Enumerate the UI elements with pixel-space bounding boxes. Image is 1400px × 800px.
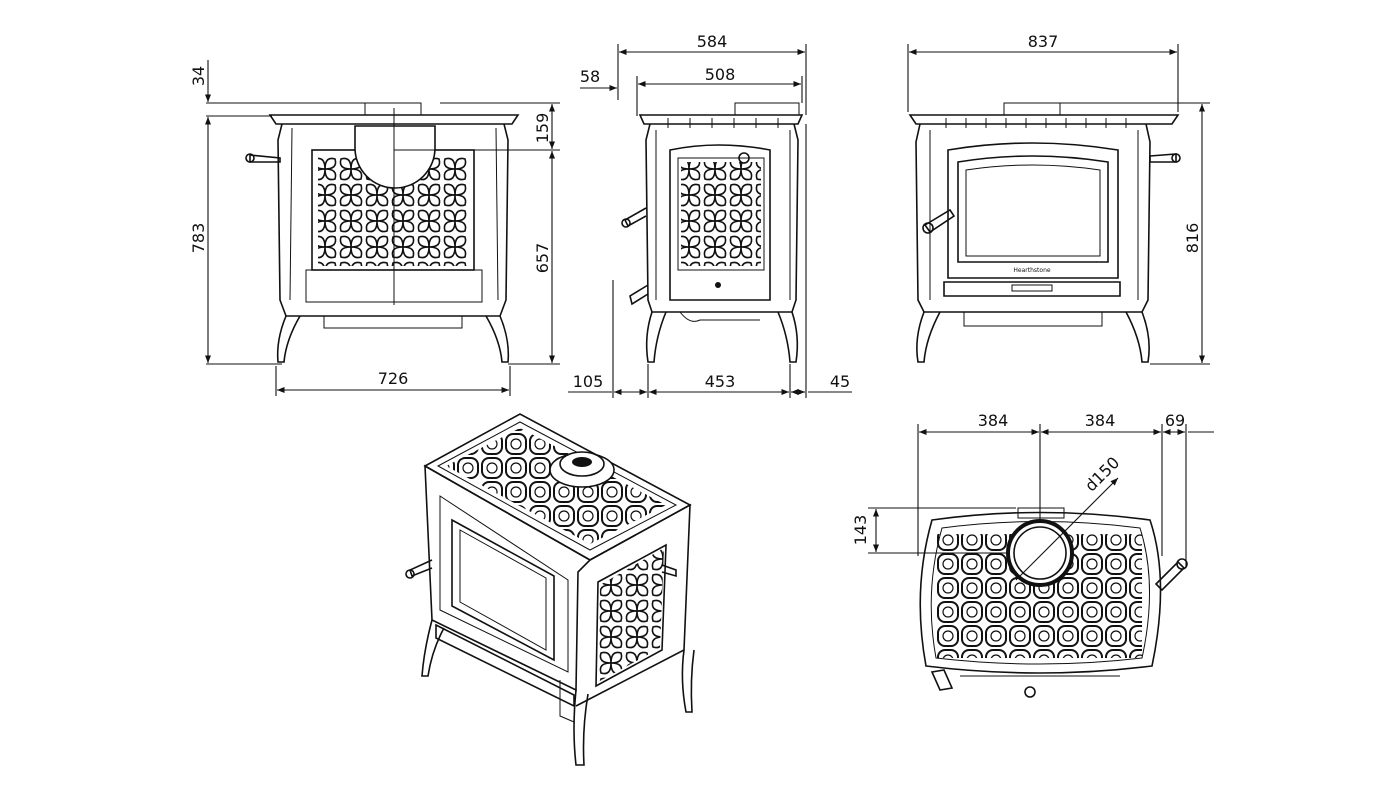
isometric-view <box>405 413 695 766</box>
dim-front-total-height: 816 <box>1183 223 1202 254</box>
dim-plan-outlet-offset: 143 <box>851 515 870 546</box>
dim-rear-top-offset: 34 <box>189 66 208 86</box>
dim-rear-total-height: 783 <box>189 223 208 254</box>
plan-dimensions <box>868 424 1214 581</box>
brand-mark: Hearthstone <box>1013 267 1050 274</box>
side-dimensions <box>568 44 852 398</box>
dim-rear-outlet-drop: 159 <box>533 113 552 144</box>
plan-view <box>919 507 1188 698</box>
rear-view <box>245 102 520 363</box>
front-dimensions <box>907 44 1210 365</box>
dim-front-total-width: 837 <box>1028 32 1059 51</box>
dim-plan-handle-projection: 69 <box>1165 411 1185 430</box>
dim-plan-outlet-diameter: d150 <box>1081 453 1123 495</box>
dim-side-leg-span: 453 <box>705 372 736 391</box>
dim-side-top-depth: 508 <box>705 65 736 84</box>
dim-plan-half-left: 384 <box>978 411 1009 430</box>
dim-rear-outlet-height: 657 <box>533 243 552 274</box>
front-view: Hearthstone <box>908 102 1181 363</box>
side-view <box>621 102 804 363</box>
dim-side-handle-projection: 105 <box>573 372 604 391</box>
dim-rear-width: 726 <box>378 369 409 388</box>
rear-dimensions <box>204 60 560 396</box>
dim-side-front-offset: 58 <box>580 67 600 86</box>
dim-side-total-depth: 584 <box>697 32 728 51</box>
dim-plan-half-right: 384 <box>1085 411 1116 430</box>
dim-side-rear-offset: 45 <box>830 372 850 391</box>
